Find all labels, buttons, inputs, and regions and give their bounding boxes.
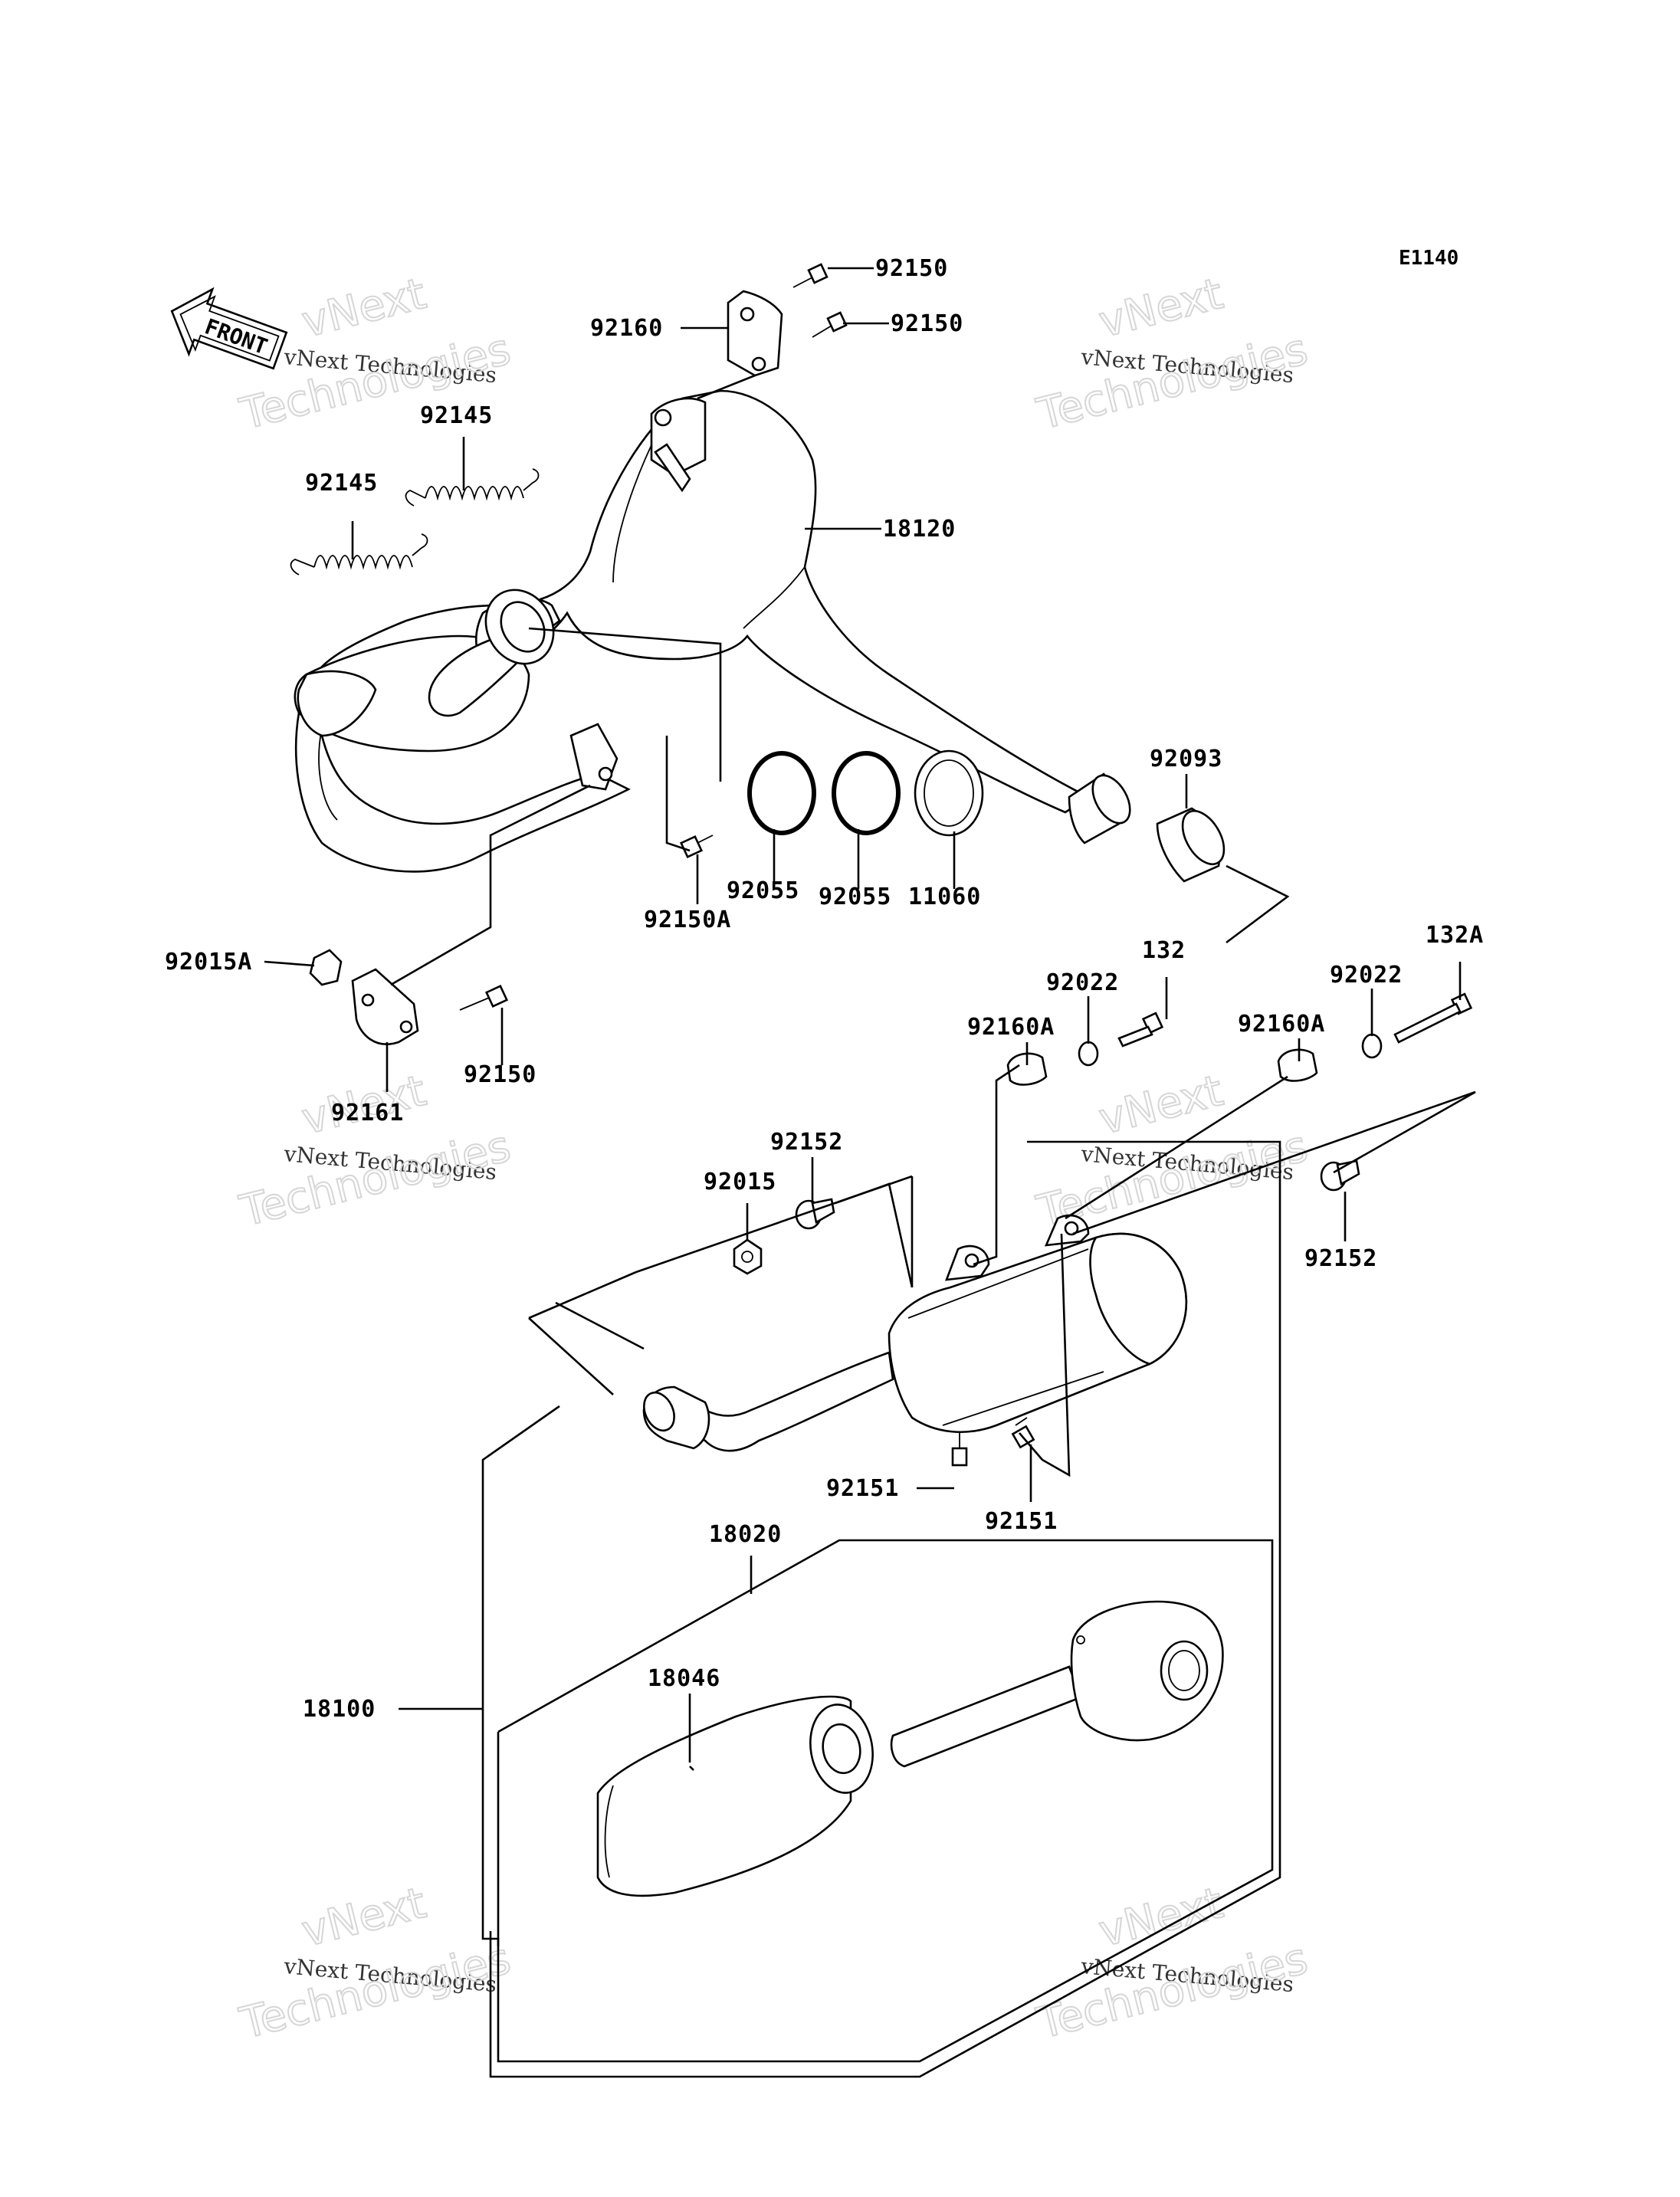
label-92015A: 92015A [165,949,252,976]
label-92160A-a: 92160A [967,1014,1055,1041]
leader-lines [264,267,1476,2078]
front-arrow-icon: FRONT [170,287,288,370]
label-92151-a: 92151 [826,1475,899,1502]
grommet-92160A-b-icon [1277,1048,1318,1082]
watermark-top-right: vNext vNext Technologies Technologies [1032,268,1314,441]
label-92055-a: 92055 [727,877,799,904]
collar-92152-b-icon [1320,1159,1360,1192]
label-92145-lower: 92145 [305,470,378,497]
bracket-92160 [727,290,783,377]
bolt-92150A-icon [679,835,714,859]
plate-92161 [351,968,419,1045]
label-18120: 18120 [883,516,956,543]
label-132: 132 [1142,937,1186,964]
svg-text:vNext: vNext [1094,269,1228,348]
label-92161: 92161 [331,1100,404,1126]
svg-text:Technologies: Technologies [1032,324,1313,439]
label-18100: 18100 [303,1696,376,1723]
svg-text:Technologies: Technologies [235,1121,516,1236]
label-92150-lower: 92150 [464,1061,536,1088]
label-92150-top: 92150 [875,255,948,282]
label-92160: 92160 [590,315,663,342]
watermark-mid-left: vNext vNext Technologies Technologies [235,1065,517,1238]
bolt-92151-a-icon [951,1433,968,1467]
gasket-92055-b [832,751,901,835]
muffler-assembly [642,1214,1188,1452]
svg-text:vNext: vNext [1094,1066,1228,1145]
bolt-92151-b-icon [1011,1417,1035,1449]
spring-upper-icon [405,468,540,507]
gasket-11060 [914,749,984,837]
gasket-92055-a [747,751,816,835]
label-92160A-b: 92160A [1238,1011,1325,1038]
label-92152-b: 92152 [1304,1245,1377,1272]
sleeve-92093 [1156,807,1226,883]
label-18020: 18020 [709,1521,782,1548]
label-92150-second: 92150 [891,310,963,337]
label-92093: 92093 [1150,746,1222,772]
label-18046: 18046 [648,1665,720,1692]
washer-92022-b-icon [1361,1033,1383,1059]
bolt-132-icon [1117,1012,1164,1048]
perforated-core-18020 [890,1600,1224,1768]
label-92145-upper: 92145 [420,402,493,429]
watermark-bottom-left: vNext vNext Technologies Technologies [235,1877,517,2050]
expansion-chamber [294,389,1131,873]
bolt-132A-icon [1393,992,1473,1044]
label-92022-a: 92022 [1046,969,1119,996]
svg-text:Technologies: Technologies [235,1933,516,2048]
label-92022-b: 92022 [1330,962,1403,989]
label-11060: 11060 [908,884,981,910]
bolt-92150-lower-icon [459,984,509,1011]
spring-lower-icon [290,533,428,575]
label-92015: 92015 [704,1169,776,1195]
label-132A: 132A [1426,922,1484,949]
label-92151-b: 92151 [985,1508,1058,1535]
svg-text:vNext: vNext [297,269,431,348]
label-92150A: 92150A [644,907,731,933]
bolt-92150-second-icon [812,311,848,338]
label-92152-a: 92152 [770,1129,843,1156]
label-92055-b: 92055 [819,884,891,910]
grommet-92160A-a-icon [1006,1052,1048,1086]
svg-text:vNext: vNext [297,1878,431,1957]
diagram-code: E1140 [1399,247,1459,270]
nut-92015-icon [733,1238,763,1275]
silencer-packing-18046 [596,1695,874,1897]
nut-92015A-icon [309,949,343,986]
watermark-bottom-right: vNext vNext Technologies Technologies [1032,1877,1314,2050]
bolt-92150-top-icon [792,263,829,288]
washer-92022-a-icon [1078,1041,1099,1067]
